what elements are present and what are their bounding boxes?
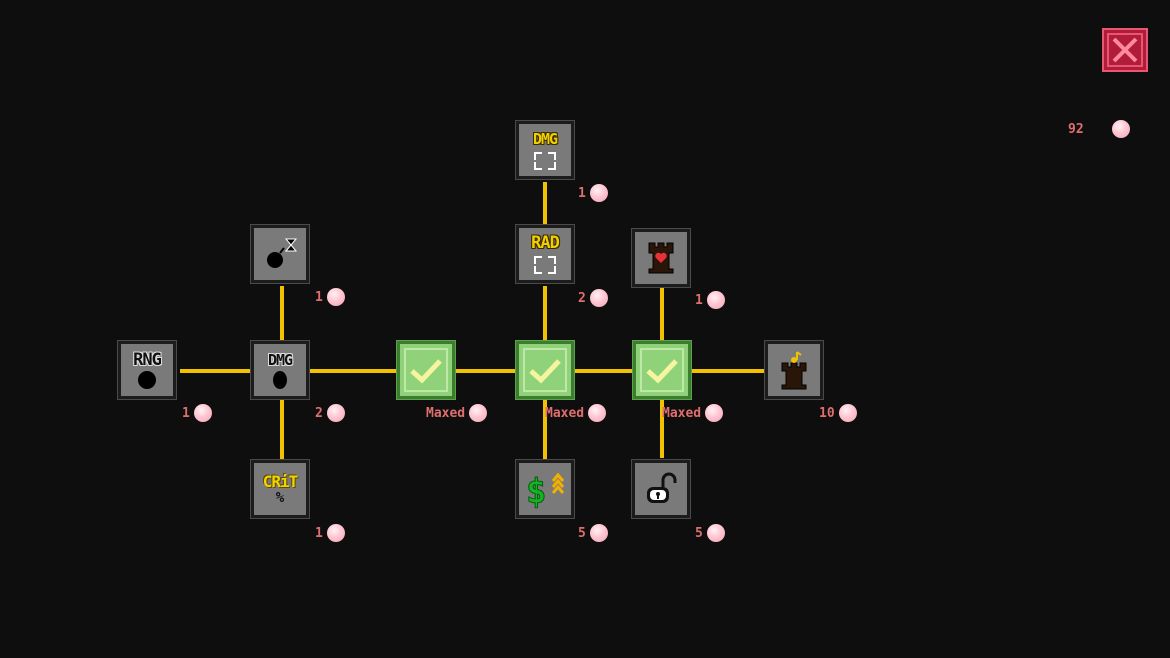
connector	[660, 288, 664, 340]
cost-damage-area: 1	[578, 184, 608, 202]
gem-icon	[705, 404, 724, 422]
gem-icon	[469, 404, 488, 422]
checkmark-icon	[529, 359, 561, 384]
upgrade-money[interactable]: $	[516, 460, 574, 518]
cost-unlock: 5	[695, 524, 725, 542]
gem-icon	[706, 291, 725, 309]
gem-icon	[326, 288, 345, 306]
ball-icon	[138, 370, 156, 389]
upgrade-label: CRiT	[262, 471, 299, 491]
unlocked-padlock-icon	[647, 472, 677, 503]
checkmark-icon	[410, 359, 442, 384]
connector	[543, 182, 547, 224]
gem-icon	[589, 289, 608, 307]
upgrade-tower-health[interactable]	[632, 229, 690, 287]
connector	[180, 369, 766, 373]
cost-maxed-1: Maxed	[426, 404, 488, 422]
currency-display: 92	[1068, 120, 1130, 138]
gem-icon	[326, 524, 345, 542]
cost-tower-music: 10	[819, 404, 857, 422]
close-icon	[1107, 33, 1143, 67]
cost-tower-health: 1	[695, 291, 725, 309]
gem-icon	[589, 524, 608, 542]
gem-icon	[838, 404, 857, 422]
gem-icon	[588, 404, 607, 422]
gem-icon	[706, 524, 725, 542]
cost-rng: 1	[182, 404, 212, 422]
upgrade-bomb-timer[interactable]	[251, 225, 309, 283]
connector	[543, 286, 547, 340]
upgrade-radius[interactable]: RAD	[516, 225, 574, 283]
cost-crit: 1	[315, 524, 345, 542]
svg-text:$: $	[526, 472, 546, 511]
ball-icon	[273, 370, 287, 389]
cost-maxed-3: Maxed	[662, 404, 724, 422]
cost-radius: 2	[578, 289, 608, 307]
upgrade-maxed-2[interactable]	[516, 341, 574, 399]
gem-icon	[326, 404, 345, 422]
upgrade-maxed-3[interactable]	[633, 341, 691, 399]
upgrade-unlock[interactable]	[632, 460, 690, 518]
connector	[660, 400, 664, 458]
upgrade-tower-music[interactable]	[765, 341, 823, 399]
upgrade-label: DMG	[532, 129, 558, 148]
connector	[280, 286, 284, 340]
gem-icon	[193, 404, 212, 422]
upgrade-label: RAD	[531, 232, 560, 253]
area-icon	[534, 255, 556, 274]
area-icon	[534, 151, 556, 170]
upgrade-damage-area[interactable]: DMG	[516, 121, 574, 179]
bomb-hourglass-icon	[267, 238, 298, 268]
upgrade-label: RNG	[133, 349, 162, 370]
close-button[interactable]	[1102, 28, 1148, 72]
connector	[543, 400, 547, 460]
cost-maxed-2: Maxed	[545, 404, 607, 422]
gem-icon	[1111, 120, 1130, 138]
connector	[280, 400, 284, 460]
upgrade-rng[interactable]: RNG	[118, 341, 176, 399]
upgrade-crit[interactable]: CRiT %	[251, 460, 309, 518]
checkmark-icon	[646, 359, 678, 384]
upgrade-damage-ball[interactable]: DMG	[251, 341, 309, 399]
dollar-arrows-icon: $	[526, 472, 565, 511]
tower-note-icon	[781, 351, 807, 390]
cost-money: 5	[578, 524, 608, 542]
percent-icon: %	[275, 489, 285, 506]
currency-amount: 92	[1068, 121, 1084, 137]
cost-bomb-timer: 1	[315, 288, 345, 306]
upgrade-label: DMG	[267, 350, 293, 369]
tower-heart-icon	[648, 242, 674, 274]
cost-damage-ball: 2	[315, 404, 345, 422]
upgrade-maxed-1[interactable]	[397, 341, 455, 399]
gem-icon	[589, 184, 608, 202]
